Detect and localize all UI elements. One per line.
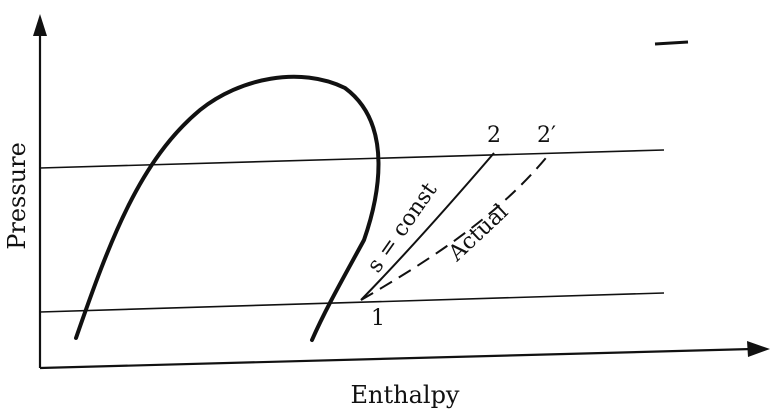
y-axis-title: Pressure [3,142,31,250]
x-axis [39,347,753,370]
y-axis-arrowhead [33,14,47,36]
actual-compression-line [360,152,551,301]
x-axis-title: Enthalpy [351,381,460,409]
actual-curve-label: Actual [443,199,513,267]
axes [33,14,770,370]
x-axis-arrowhead [747,341,770,357]
point-2-label: 2 [487,123,501,148]
saturation-dome [74,74,381,342]
point-2-prime-label: 2′ [537,123,556,148]
low-pressure-line [39,292,665,313]
isentropic-compression-line [360,152,495,301]
stray-mark [654,40,689,46]
high-pressure-line [39,149,665,169]
point-1-label: 1 [371,306,385,331]
